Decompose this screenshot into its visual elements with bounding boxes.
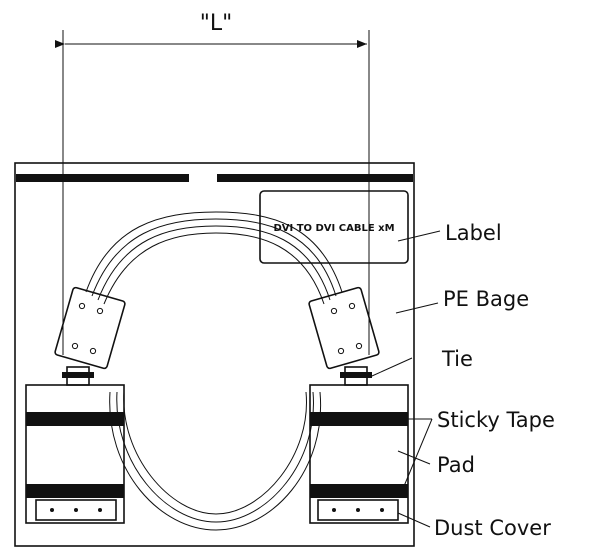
tie-left <box>62 372 94 378</box>
sticky-tape-left-2 <box>26 484 124 498</box>
leader-pe-bag <box>395 302 439 314</box>
zip-seal-left <box>16 174 189 182</box>
callout-tie: Tie <box>441 347 473 371</box>
callout-dust-cover: Dust Cover <box>434 516 551 540</box>
callout-pad: Pad <box>437 453 475 477</box>
connector-left <box>54 286 126 386</box>
pad-left <box>25 384 125 524</box>
callout-sticky-tape: Sticky Tape <box>437 408 555 432</box>
callout-label: Label <box>445 221 502 245</box>
leader-dust-cover <box>397 512 431 528</box>
leader-tie <box>371 357 413 377</box>
dust-cover-right <box>317 499 399 521</box>
pe-bag-outline <box>14 162 415 547</box>
leader-label <box>397 230 441 242</box>
label-box-text: DVI TO DVI CABLE xM <box>273 223 394 234</box>
sticky-tape-right-2 <box>310 484 408 498</box>
pad-right <box>309 384 409 524</box>
sticky-tape-left-1 <box>26 412 124 426</box>
leader-tape-2 <box>401 418 433 492</box>
cable-coil <box>85 211 343 531</box>
leader-pad <box>397 450 431 465</box>
dimension-label: "L" <box>200 11 233 36</box>
zip-seal-right <box>217 174 413 182</box>
dust-cover-left <box>35 499 117 521</box>
callout-pe-bag: PE Bage <box>443 287 529 311</box>
tie-right <box>340 372 372 378</box>
sticky-tape-right-1 <box>310 412 408 426</box>
label-box <box>259 190 409 264</box>
zip-notch <box>196 171 210 185</box>
